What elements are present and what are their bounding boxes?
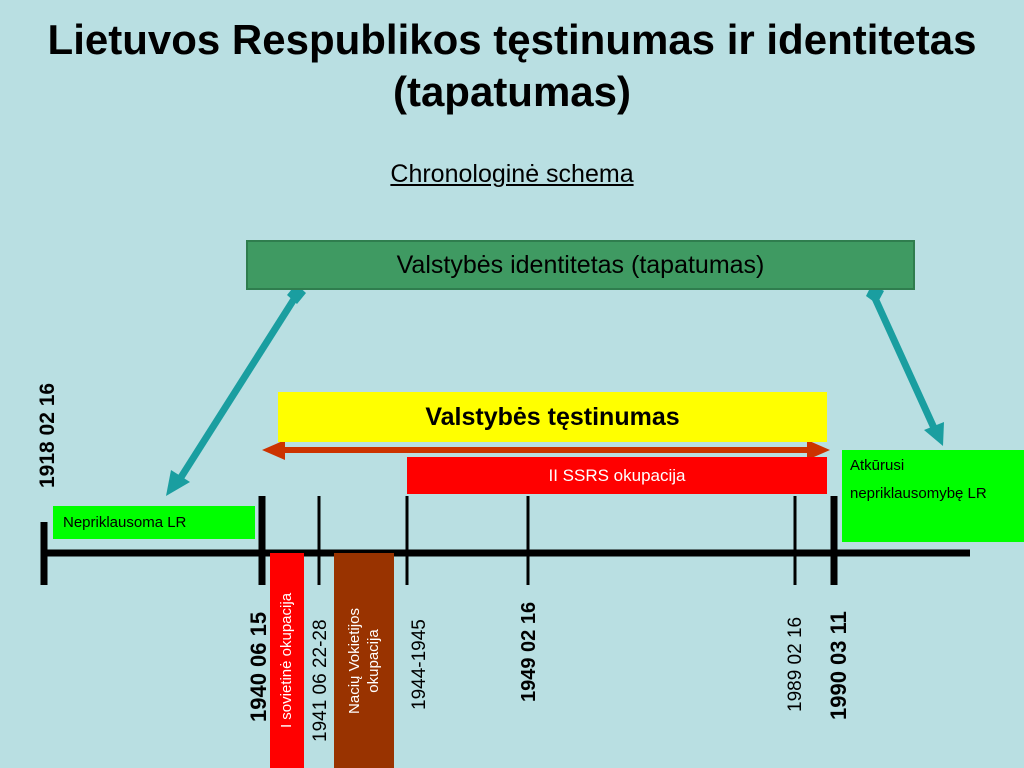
date-1941: 1941 06 22-28: [310, 619, 331, 742]
schema-subtitle: Chronologinė schema: [390, 160, 634, 188]
restored-independence-box: Atkūrusi nepriklausomybę LR: [842, 450, 1024, 542]
date-1940: 1940 06 15: [246, 611, 271, 722]
independent-lr-box: Nepriklausoma LR: [53, 506, 255, 539]
identity-arrow-right-line: [870, 294, 938, 430]
nazi-occupation-label-2: okupacija: [365, 628, 383, 693]
page-title: Lietuvos Respublikos tęstinumas ir ident…: [47, 16, 977, 115]
identity-arrow-left-line: [175, 294, 299, 484]
continuity-arrow-left-head: [262, 440, 285, 460]
date-1990: 1990 03 11: [826, 611, 851, 720]
first-soviet-occupation-label: I sovietinė okupacija: [278, 592, 296, 729]
identity-box: Valstybės identitetas (tapatumas): [246, 240, 915, 290]
date-1949: 1949 02 16: [518, 601, 540, 702]
second-occupation-box: II SSRS okupacija: [407, 457, 827, 494]
restored-label-line2: nepriklausomybę LR: [850, 485, 987, 502]
date-1989: 1989 02 16: [785, 616, 806, 712]
date-1918: 1918 02 16: [36, 382, 59, 488]
restored-label-line1: Atkūrusi: [850, 457, 905, 474]
nazi-occupation-label-1: Nacių Vokietijos: [346, 607, 364, 714]
identity-arrow-right-head: [924, 422, 944, 446]
date-1944: 1944-1945: [409, 619, 430, 710]
continuity-arrow-right-head: [807, 440, 830, 460]
continuity-box: Valstybės tęstinumas: [278, 392, 827, 442]
identity-arrow-left-head: [166, 470, 190, 496]
nazi-occupation-bar: Nacių Vokietijos okupacija: [334, 553, 394, 768]
first-soviet-occupation-bar: I sovietinė okupacija: [270, 553, 304, 768]
